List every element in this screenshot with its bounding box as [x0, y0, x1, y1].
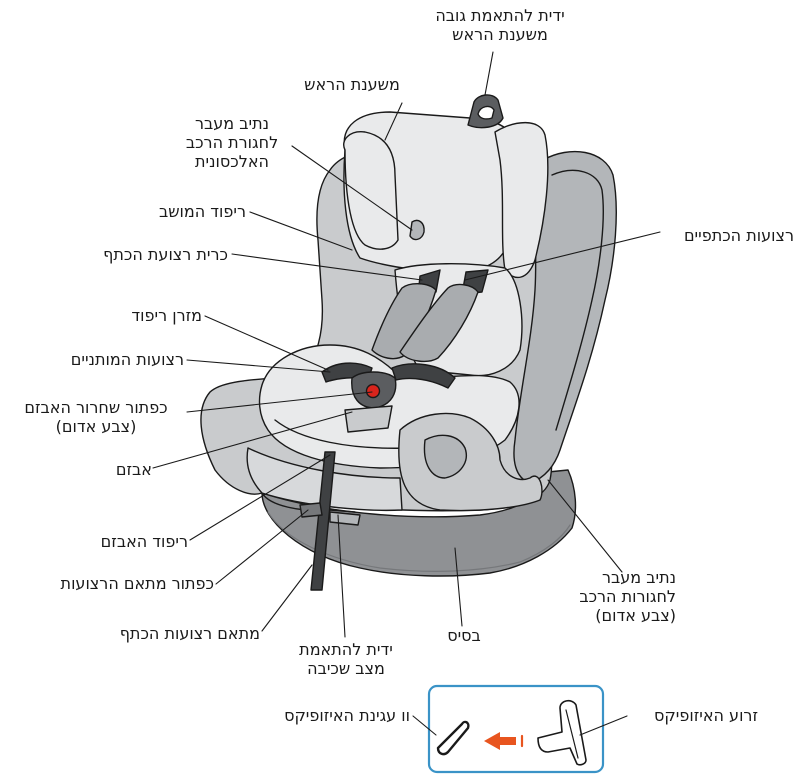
label-isofix-hook-text: וו עגינת האיזופיקס [244, 706, 410, 725]
label-buckle-text: אבזם [100, 460, 152, 479]
label-headrest-text: משענת הראש [282, 75, 422, 94]
label-headrest-handle: ידית להתאמת גובה משענת הראש [420, 6, 580, 44]
label-isofix-arm-text: זרוע האיזופיקס [630, 706, 758, 725]
label-hip-straps-text: רצועות המותניים [30, 350, 184, 369]
label-buckle: אבזם [100, 460, 152, 479]
label-shoulder-strap-adjuster: מתאם רצועות הכתף [82, 624, 260, 643]
label-headrest: משענת הראש [282, 75, 422, 94]
label-buckle-release-line2: (צבע אדום) [6, 417, 186, 436]
buckle-pad [345, 406, 392, 432]
label-isofix-arm: זרוע האיזופיקס [630, 706, 758, 725]
label-recline-handle: ידית להתאמת מצב שכיבה [284, 640, 408, 678]
harness-adjust-button [300, 503, 322, 517]
recline-handle [330, 512, 360, 525]
label-diagonal-line3: האלכסונית [168, 152, 296, 171]
label-shoulder-strap-pad-text: כרית רצועת הכתף [66, 245, 228, 264]
label-padding-mattress: מזרן ריפוד [100, 306, 202, 325]
label-recline-line2: מצב שכיבה [284, 659, 408, 678]
label-strap-adjuster-text: מתאם רצועות הכתף [82, 624, 260, 643]
label-lap-belt-line3: (צבע אדום) [560, 606, 676, 625]
label-isofix-hook: וו עגינת האיזופיקס [244, 706, 410, 725]
label-diagonal-line1: נתיב מעבר [168, 114, 296, 133]
label-headrest-handle-line1: ידית להתאמת גובה [420, 6, 580, 25]
buckle-release-button [367, 385, 380, 398]
label-harness-adjust-text: כפתור מתאם הרצועות [22, 574, 214, 593]
label-recline-line1: ידית להתאמת [284, 640, 408, 659]
label-hip-straps: רצועות המותניים [30, 350, 184, 369]
label-base-text: בסיס [436, 626, 492, 645]
label-padding-mattress-text: מזרן ריפוד [100, 306, 202, 325]
label-buckle-pad-text: ריפוד האבזם [80, 532, 188, 551]
label-diagonal-line2: לחגורת הרכב [168, 133, 296, 152]
label-shoulder-strap-pad: כרית רצועת הכתף [66, 245, 228, 264]
label-headrest-handle-line2: משענת הראש [420, 25, 580, 44]
label-harness-adjust-button: כפתור מתאם הרצועות [22, 574, 214, 593]
label-diagonal-belt-guide: נתיב מעבר לחגורת הרכב האלכסונית [168, 114, 296, 171]
label-buckle-release-line1: כפתור שחרור האבזם [6, 398, 186, 417]
label-seat-padding: ריפוד המושב [110, 202, 246, 221]
label-lap-belt-line2: לחגורות הרכב [560, 587, 676, 606]
label-shoulder-straps-text: רצועות הכתפיים [662, 226, 794, 245]
label-lap-belt-guide: נתיב מעבר לחגורות הרכב (צבע אדום) [560, 568, 676, 625]
label-base: בסיס [436, 626, 492, 645]
label-buckle-release: כפתור שחרור האבזם (צבע אדום) [6, 398, 186, 436]
label-buckle-pad: ריפוד האבזם [80, 532, 188, 551]
label-seat-padding-text: ריפוד המושב [110, 202, 246, 221]
label-shoulder-straps: רצועות הכתפיים [662, 226, 794, 245]
label-lap-belt-line1: נתיב מעבר [560, 568, 676, 587]
